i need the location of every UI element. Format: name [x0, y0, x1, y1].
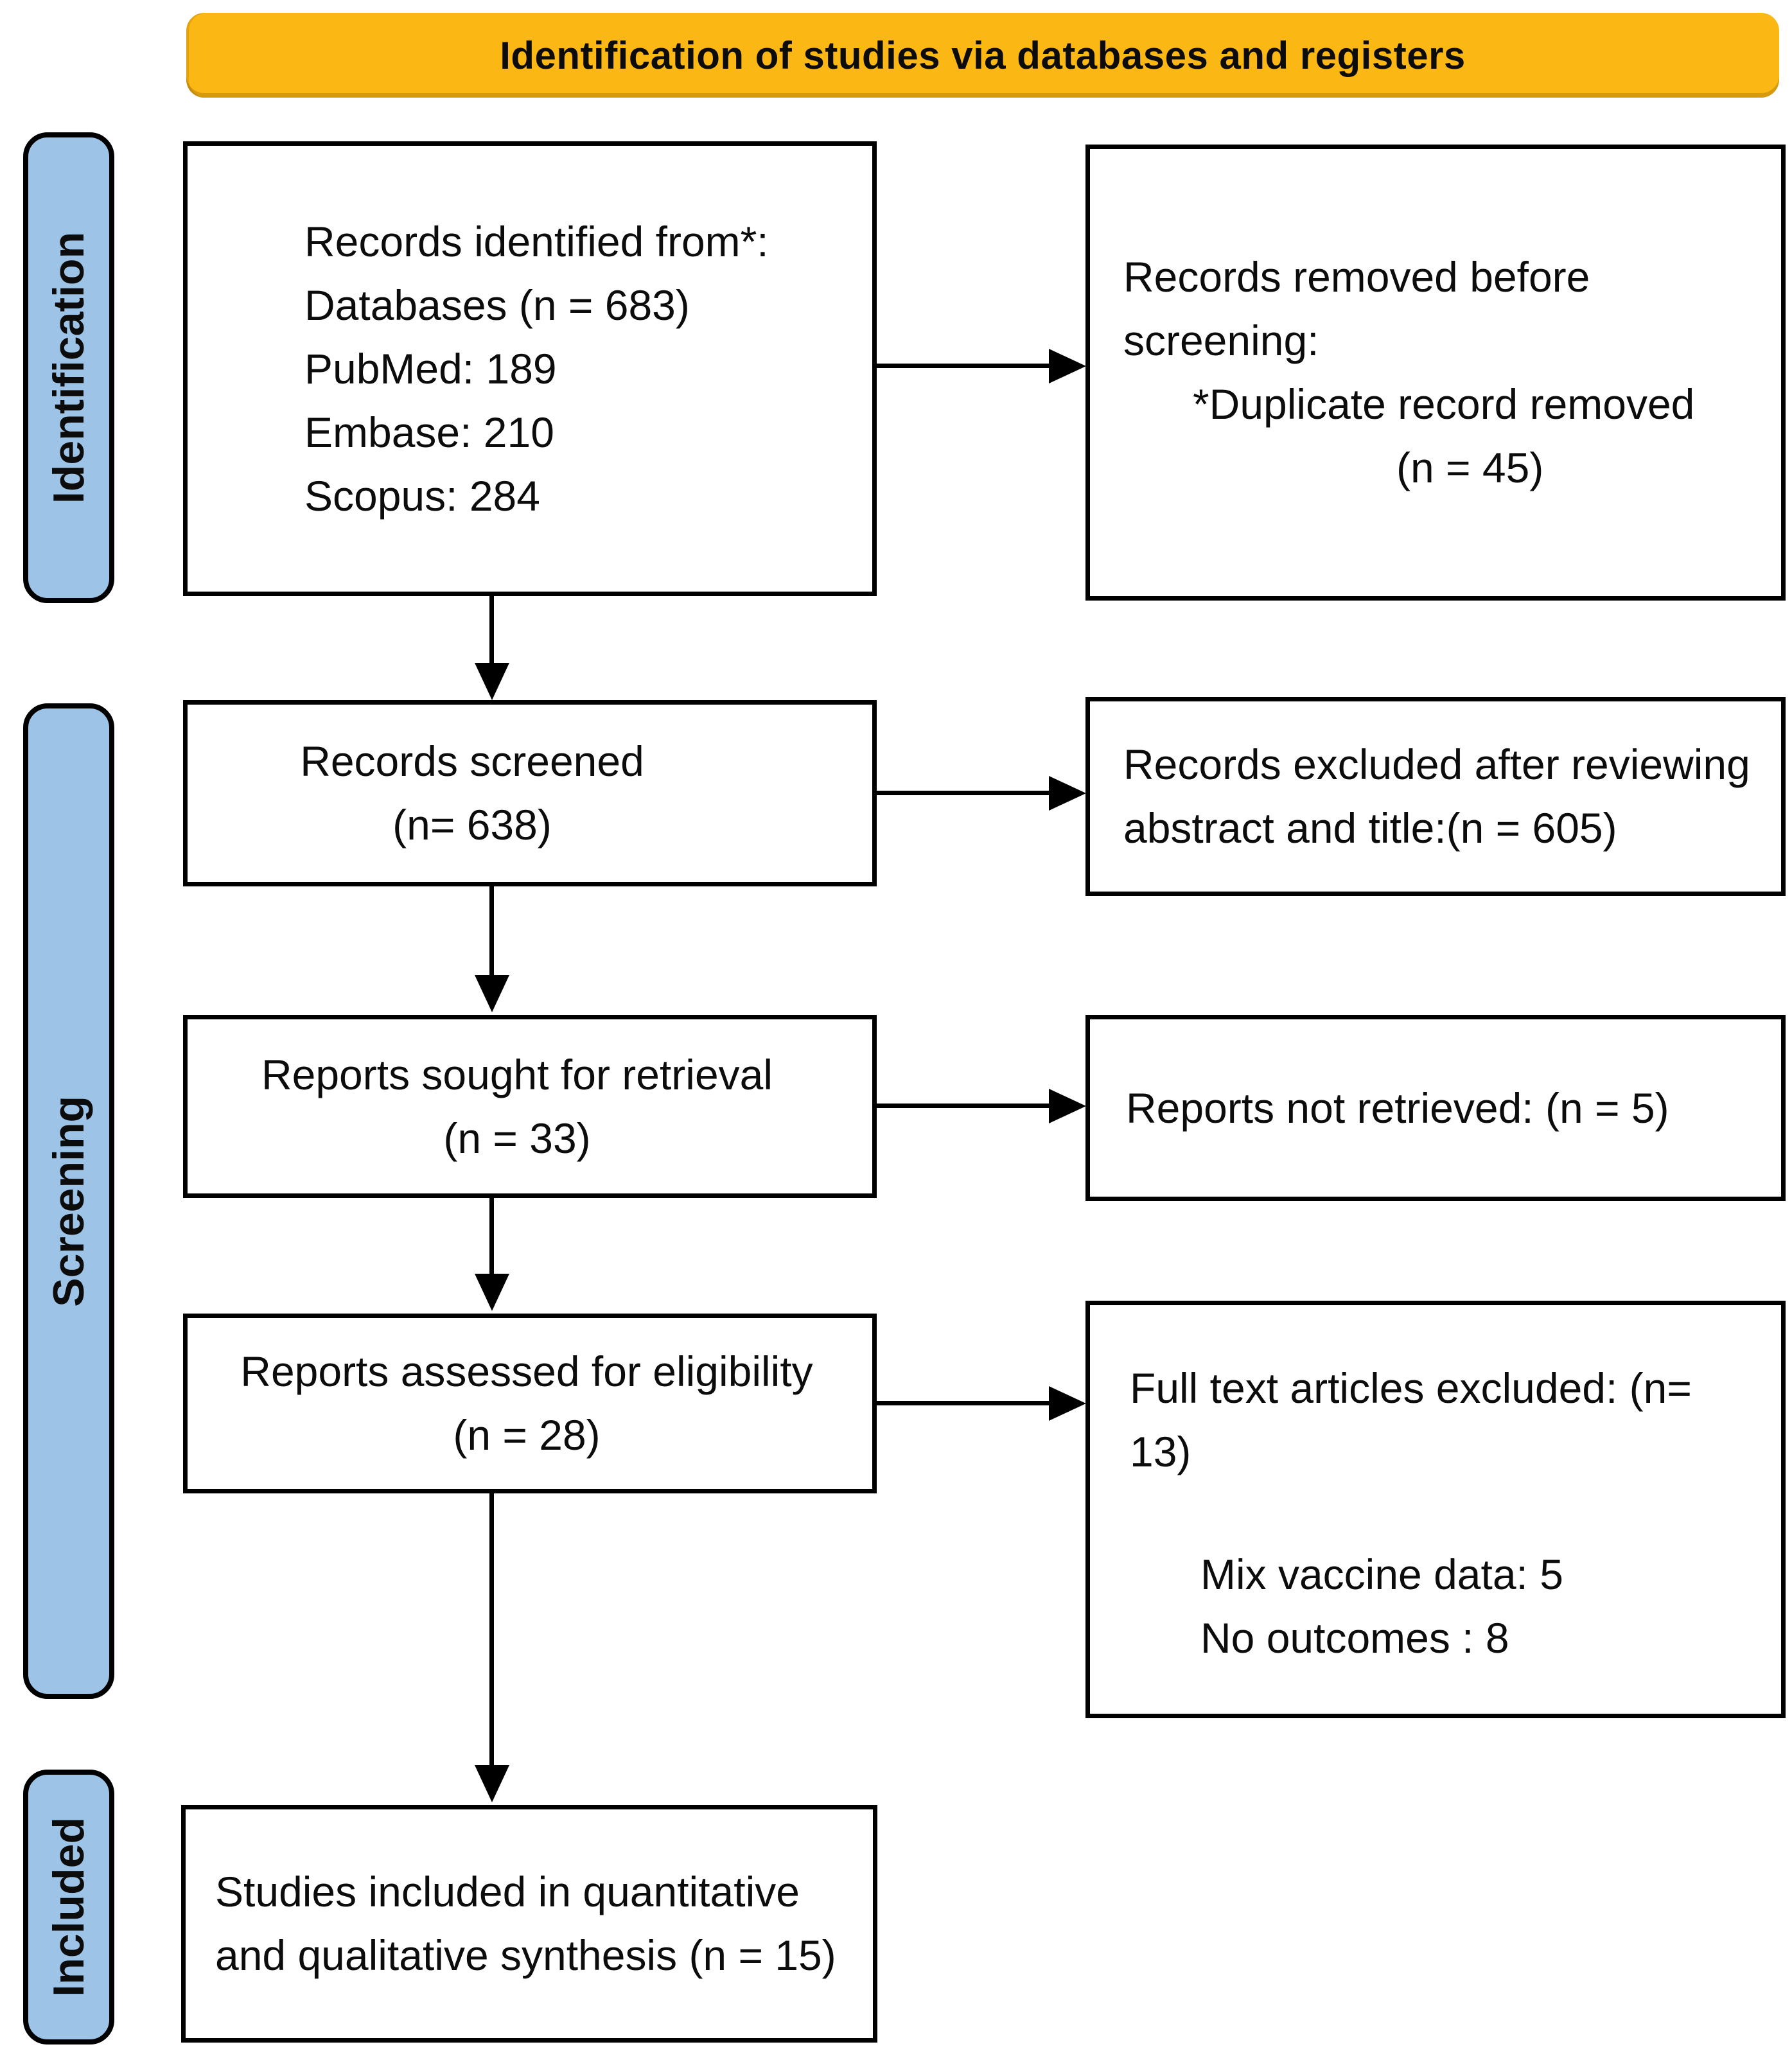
- box-line: Records identified from*:: [304, 217, 769, 265]
- box-line: Studies included in quantitative: [215, 1868, 800, 1915]
- arrow-assessed-to-fulltextexcluded: [875, 1401, 1050, 1405]
- arrow-sought-to-assessed: [489, 1197, 494, 1275]
- box-line: 13): [1130, 1428, 1191, 1475]
- arrow-assessed-to-included: [489, 1492, 494, 1766]
- arrowhead-down-icon: [475, 663, 509, 700]
- box-line: *Duplicate record removed: [1193, 380, 1695, 428]
- box-line: Reports sought for retrieval: [261, 1050, 773, 1098]
- arrowhead-down-icon: [475, 1274, 509, 1311]
- box-line: (n = 33): [443, 1114, 591, 1162]
- stage-label-identification: Identification: [44, 231, 93, 504]
- box-line: Scopus: 284: [304, 471, 540, 520]
- stage-label-included: Included: [44, 1817, 93, 1997]
- box-line: abstract and title:(n = 605): [1123, 804, 1617, 852]
- exclusion-reason: Mix vaccine data: 5: [1200, 1551, 1563, 1598]
- box-studies-included: Studies included in quantitative and qua…: [181, 1805, 877, 2043]
- box-reports-sought: Reports sought for retrieval (n = 33): [183, 1015, 877, 1198]
- box-line: PubMed: 189: [304, 344, 557, 392]
- arrowhead-right-icon: [1049, 776, 1086, 811]
- box-line: (n= 638): [392, 801, 552, 849]
- box-records-removed: Records removed before screening: *Dupli…: [1085, 145, 1786, 601]
- arrowhead-right-icon: [1049, 1089, 1086, 1123]
- arrowhead-down-icon: [475, 975, 509, 1012]
- box-line: Reports assessed for eligibility: [240, 1348, 813, 1395]
- box-line: Records screened: [300, 737, 644, 785]
- box-line: Embase: 210: [304, 408, 554, 456]
- box-line: Records removed before: [1123, 253, 1590, 301]
- box-line: Records excluded after reviewing: [1123, 741, 1750, 788]
- spacer: [1130, 1484, 1781, 1543]
- arrow-sought-to-notretrieved: [875, 1104, 1050, 1108]
- arrowhead-right-icon: [1049, 1386, 1086, 1421]
- banner: Identification of studies via databases …: [186, 13, 1779, 98]
- box-records-screened: Records screened (n= 638): [183, 700, 877, 886]
- exclusion-reason: No outcomes : 8: [1200, 1614, 1509, 1662]
- arrow-screened-to-sought: [489, 885, 494, 976]
- sidebar-stage-identification: Identification: [23, 132, 114, 603]
- box-fulltext-excluded: Full text articles excluded: (n= 13) Mix…: [1085, 1301, 1786, 1718]
- box-records-excluded: Records excluded after reviewing abstrac…: [1085, 697, 1786, 896]
- arrow-screened-to-excluded: [875, 791, 1050, 795]
- banner-title: Identification of studies via databases …: [500, 33, 1466, 77]
- arrowhead-down-icon: [475, 1765, 509, 1802]
- sidebar-stage-screening: Screening: [23, 703, 114, 1699]
- sidebar-stage-included: Included: [23, 1770, 114, 2045]
- box-line: (n = 28): [453, 1411, 601, 1459]
- arrow-identified-to-screened: [489, 595, 494, 665]
- box-line: Reports not retrieved: (n = 5): [1126, 1084, 1669, 1132]
- box-reports-not-retrieved: Reports not retrieved: (n = 5): [1085, 1015, 1786, 1201]
- box-line: Full text articles excluded: (n=: [1130, 1364, 1692, 1412]
- box-line: and qualitative synthesis (n = 15): [215, 1931, 836, 1979]
- stage-label-screening: Screening: [44, 1095, 93, 1307]
- box-line: Databases (n = 683): [304, 281, 690, 329]
- box-line: (n = 45): [1396, 444, 1544, 491]
- box-line: screening:: [1123, 317, 1319, 364]
- box-records-identified: Records identified from*: Databases (n =…: [183, 141, 877, 596]
- box-reports-assessed: Reports assessed for eligibility (n = 28…: [183, 1314, 877, 1493]
- arrow-identified-to-removed: [875, 364, 1050, 368]
- arrowhead-right-icon: [1049, 349, 1086, 383]
